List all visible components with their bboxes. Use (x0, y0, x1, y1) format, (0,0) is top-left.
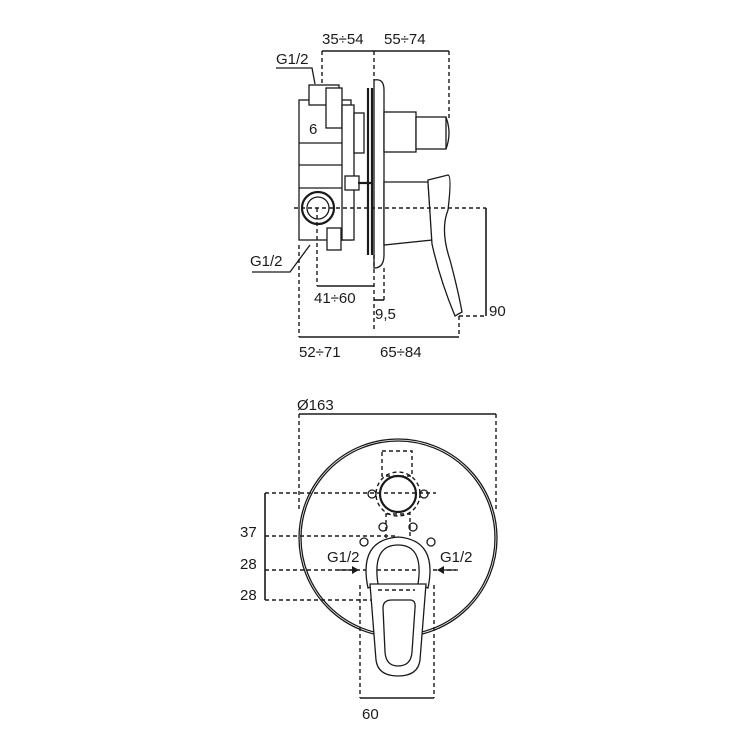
label-g12-left: G1/2 (327, 549, 360, 566)
dim-label-60: 60 (362, 706, 379, 723)
dim-label-28-a: 28 (240, 556, 257, 573)
arrow-right-icon (352, 566, 359, 574)
handle-hub (365, 536, 431, 589)
dim-label-35-54: 35÷54 (322, 31, 364, 48)
dim-label-37: 37 (240, 524, 257, 541)
dim-label-41-60: 41÷60 (314, 290, 356, 307)
depth-mark-6: 6 (309, 121, 317, 138)
front-view: Ø163 37 28 28 G1/2 G1/2 (240, 397, 498, 723)
dim-label-diameter-163: Ø163 (297, 397, 334, 414)
handle-base (383, 181, 433, 246)
dim-label-90: 90 (489, 303, 506, 320)
front-lever-handle (369, 583, 427, 677)
dim-label-28-b: 28 (240, 587, 257, 604)
dim-label-55-74: 55÷74 (384, 31, 426, 48)
label-g12-top: G1/2 (276, 51, 309, 68)
cover-plate (373, 79, 385, 269)
dim-label-9-5: 9,5 (375, 306, 396, 323)
label-g12-right: G1/2 (440, 549, 473, 566)
diverter-port (378, 474, 418, 514)
side-view: 35÷54 55÷74 G1/2 6 (250, 31, 506, 361)
label-g12-bottom: G1/2 (250, 253, 283, 270)
lever-handle (427, 174, 463, 317)
dim-label-52-71: 52÷71 (299, 344, 341, 361)
wall-plate-seal (366, 88, 374, 255)
dim-label-65-84: 65÷84 (380, 344, 422, 361)
arrow-left-icon (437, 566, 444, 574)
